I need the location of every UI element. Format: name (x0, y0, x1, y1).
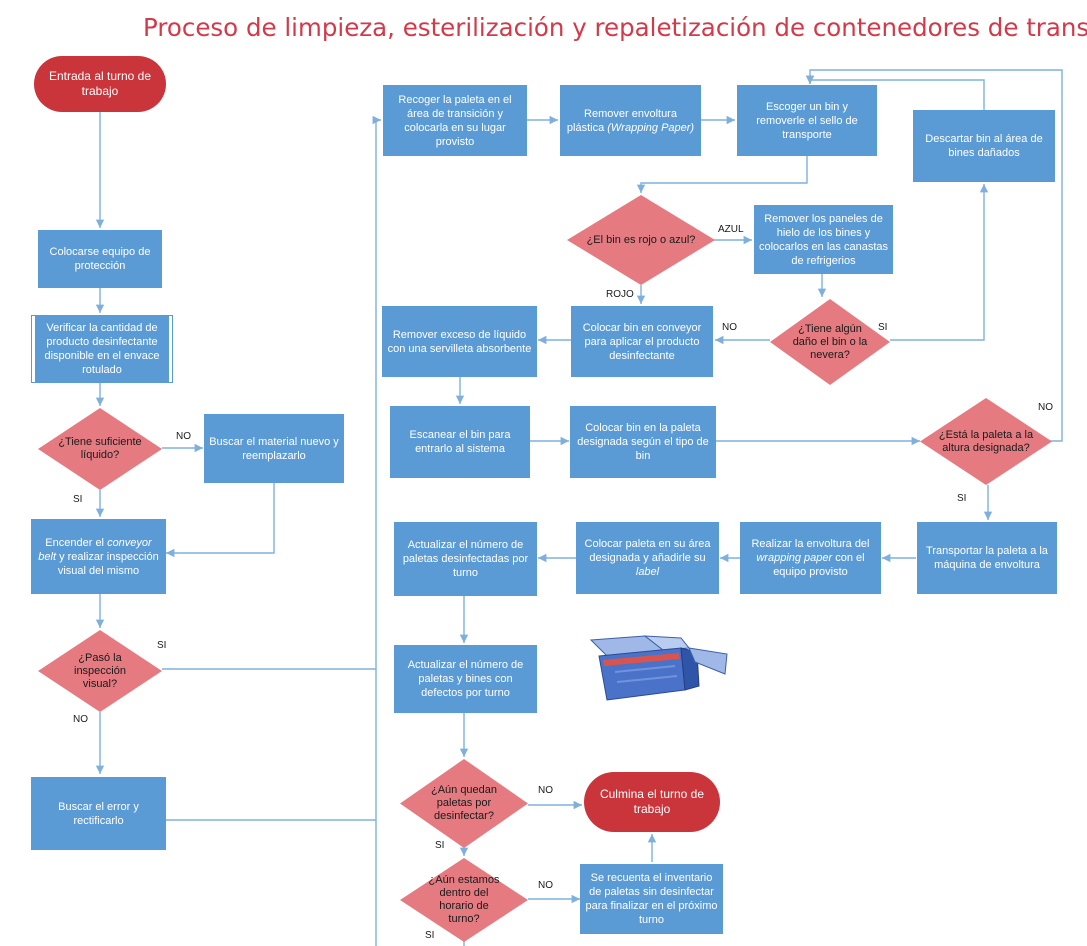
label-si-altura: SI (957, 493, 967, 504)
label-no-inspeccion: NO (73, 714, 88, 725)
process-remover-envoltura: Remover envoltura plástica (Wrapping Pap… (560, 85, 701, 156)
process-descartar-bin: Descartar bin al área de bines dañados (913, 110, 1055, 182)
process-escanear-bin: Escanear el bin para entrarlo al sistema (390, 406, 530, 478)
process-remover-exceso: Remover exceso de líquido con una servil… (382, 306, 537, 377)
process-recoger-paleta: Recoger la paleta en el área de transici… (383, 85, 527, 156)
decision-altura-paleta-text: ¿Está la paleta a la altura designada? (938, 428, 1034, 454)
process-recuenta-inventario: Se recuenta el inventario de paletas sin… (580, 864, 723, 934)
process-actualizar-defectos: Actualizar el número de paletas y bines … (394, 645, 537, 713)
edge-trunk (372, 115, 381, 946)
label-no-dano: NO (722, 322, 737, 333)
label-si-dano: SI (878, 322, 888, 333)
decision-dano-bin: ¿Tiene algún daño el bin o la nevera? (770, 299, 890, 385)
label-no-altura: NO (1038, 402, 1053, 413)
decision-horario-turno: ¿Aún estamos dentro del horario de turno… (400, 858, 528, 942)
decision-color-bin: ¿El bin es rojo o azul? (567, 195, 715, 285)
decision-paso-inspeccion-text: ¿Pasó la inspección visual? (74, 651, 126, 690)
label-si-horario: SI (425, 930, 435, 941)
edge-escoger-qcolor (636, 156, 808, 193)
process-equipo-proteccion: Colocarse equipo de protección (38, 230, 162, 288)
end-terminal: Culmina el turno de trabajo (584, 772, 720, 832)
process-colocar-area: Colocar paleta en su área designada y añ… (576, 522, 719, 594)
label-rojo: ROJO (606, 289, 634, 300)
process-escoger-bin: Escoger un bin y removerle el sello de t… (737, 85, 877, 156)
process-actualizar-desinfectadas: Actualizar el número de paletas desinfec… (394, 522, 537, 596)
label-si-inspeccion: SI (157, 640, 167, 651)
label-no-liquido: NO (176, 431, 191, 442)
diagram-title: Proceso de limpieza, esterilización y re… (143, 13, 1087, 42)
edge-buscar-encender (166, 483, 275, 558)
process-buscar-error: Buscar el error y rectificarlo (31, 777, 166, 850)
edge-qdano-si (890, 184, 989, 341)
label-si-liquido: SI (73, 494, 83, 505)
decision-altura-paleta: ¿Está la paleta a la altura designada? (920, 398, 1052, 485)
process-encender-conveyor: Encender el conveyor belt y realizar ins… (31, 519, 166, 594)
label-si-quedan: SI (435, 840, 445, 851)
decision-quedan-paletas-text: ¿Aún quedan paletas por desinfectar? (430, 784, 498, 822)
process-remover-paneles: Remover los paneles de hielo de los bine… (754, 205, 893, 274)
process-verificar-producto: Verificar la cantidad de producto desinf… (31, 315, 173, 383)
process-colocar-paleta: Colocar bin en la paleta designada según… (570, 406, 716, 478)
label-no-quedan: NO (538, 785, 553, 796)
decision-horario-turno-text: ¿Aún estamos dentro del horario de turno… (428, 874, 500, 925)
process-transportar-paleta: Transportar la paleta a la máquina de en… (917, 522, 1057, 594)
label-no-horario: NO (538, 880, 553, 891)
start-terminal: Entrada al turno de trabajo (34, 56, 166, 112)
decision-color-bin-text: ¿El bin es rojo o azul? (586, 233, 696, 246)
decision-suficiente-liquido-text: ¿Tiene suficiente líquido? (58, 436, 142, 461)
process-colocar-conveyor: Colocar bin en conveyor para aplicar el … (571, 306, 713, 377)
decision-dano-bin-text: ¿Tiene algún daño el bin o la nevera? (792, 322, 868, 361)
process-realizar-envoltura: Realizar la envoltura del wrapping paper… (740, 522, 881, 594)
decision-suficiente-liquido: ¿Tiene suficiente líquido? (38, 408, 162, 490)
bin-illustration (589, 635, 728, 701)
decision-quedan-paletas: ¿Aún quedan paletas por desinfectar? (400, 759, 528, 848)
label-azul: AZUL (718, 224, 744, 235)
edge-qaltura-no (805, 69, 1063, 442)
decision-paso-inspeccion: ¿Pasó la inspección visual? (38, 630, 162, 712)
process-buscar-material: Buscar el material nuevo y reemplazarlo (204, 414, 344, 483)
